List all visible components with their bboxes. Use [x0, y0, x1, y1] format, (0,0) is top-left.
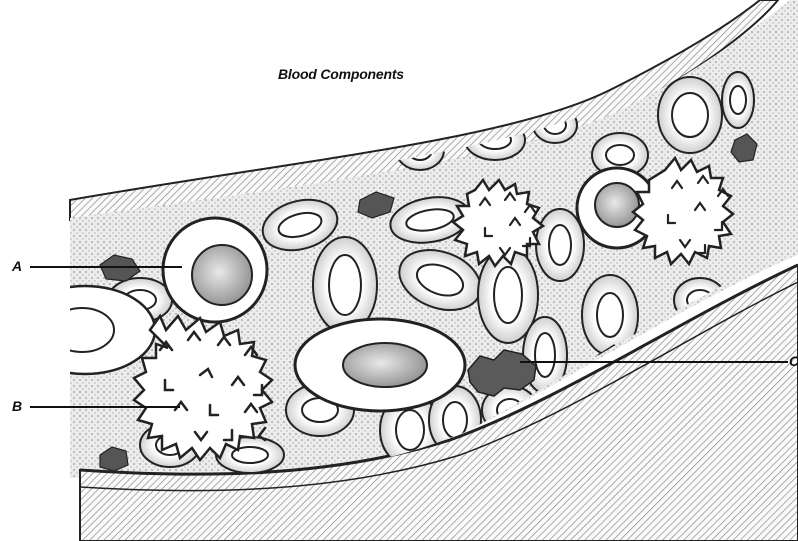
cell-a-lymphocyte	[163, 218, 267, 322]
label-c: C	[789, 353, 798, 369]
label-b: B	[12, 398, 22, 414]
diagram-title: Blood Components	[278, 66, 478, 82]
oval-cell-center	[295, 319, 465, 411]
label-a: A	[12, 258, 22, 274]
